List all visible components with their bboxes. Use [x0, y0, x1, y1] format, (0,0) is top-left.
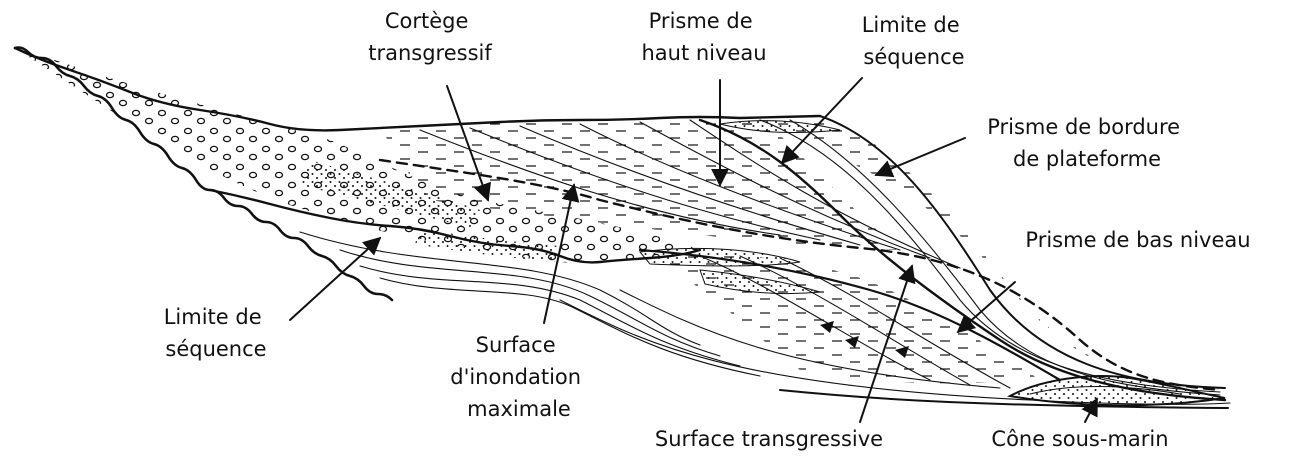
label-limite-top: Limite de séquence: [862, 13, 967, 69]
label-haut-niveau: Prisme de haut niveau: [641, 9, 766, 65]
label-cortege: Cortège transgressif: [368, 9, 492, 65]
lowstand-prism: [640, 248, 1040, 383]
arrow-limite-left: [290, 238, 380, 320]
label-cone: Cône sous-marin: [991, 427, 1168, 451]
label-bas-niveau: Prisme de bas niveau: [1025, 228, 1250, 252]
label-limite-left: Limite de séquence: [164, 305, 269, 361]
label-transgressive: Surface transgressive: [655, 427, 883, 451]
label-inondation: Surface d'inondation maximale: [450, 333, 588, 421]
basin-floor-fan: [1010, 376, 1225, 405]
label-bordure: Prisme de bordure de plateforme: [987, 115, 1187, 171]
